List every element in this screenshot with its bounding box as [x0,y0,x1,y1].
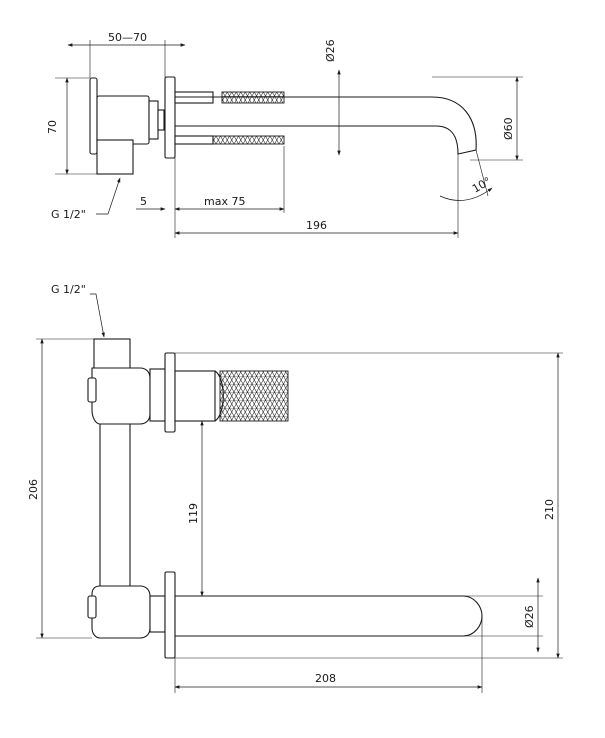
front-lower-cover-plate [164,571,176,659]
front-lower-side-knob [87,595,97,619]
dim-length-label: 196 [306,219,327,232]
dim-wall-depth-label: 50—70 [108,31,147,44]
front-thread-leader [90,293,105,338]
front-view [87,338,483,659]
front-handle-knurl [219,370,289,422]
side-handle-knurl-bottom [212,135,285,145]
dim-thread-leader [96,177,121,215]
dim-plate-label: 5 [140,195,147,208]
dim-total-height-label: 206 [27,479,40,500]
front-spout [174,595,483,637]
side-valve-cap [157,109,165,131]
dim-outlet-diameter-label: Ø60 [502,117,515,140]
dim-angle-arc [439,187,493,201]
dim-overall-height-label: 210 [543,499,556,520]
front-upper-body [91,367,151,425]
front-handle-collar [174,370,216,422]
front-view-dimensions: G 1/2" 206 119 210 Ø26 208 [27,283,563,693]
front-upper-cover-plate [164,352,176,433]
front-lower-body [91,585,151,639]
side-wall-flange [89,77,98,155]
side-cover-plate [164,76,176,159]
front-body-pipe [99,414,131,591]
side-view-dimensions: 50—70 70 Ø26 Ø60 10° G 1/2" 5 max 75 [46,31,523,238]
front-top-connector [93,338,131,372]
side-connector-block [96,139,134,175]
front-lower-neck [149,595,166,633]
front-upper-side-knob [87,377,97,403]
dim-front-spout-diameter-label: Ø26 [523,605,536,628]
dim-spout-diameter-label: Ø26 [324,39,337,62]
front-thread-label: G 1/2" [51,283,86,296]
dim-max-label: max 75 [204,195,245,208]
front-upper-neck [149,368,166,422]
side-mixer-body [96,95,150,145]
side-valve-neck [148,100,159,140]
dim-thread-label: G 1/2" [51,208,86,221]
dim-spout-length-label: 208 [315,672,336,685]
side-view [89,76,477,175]
side-spout [175,96,477,155]
dim-angle-label: 10° [470,175,493,196]
dim-center-distance-label: 119 [187,503,200,524]
dim-height-label: 70 [46,120,59,134]
side-lower-rod [174,135,214,145]
